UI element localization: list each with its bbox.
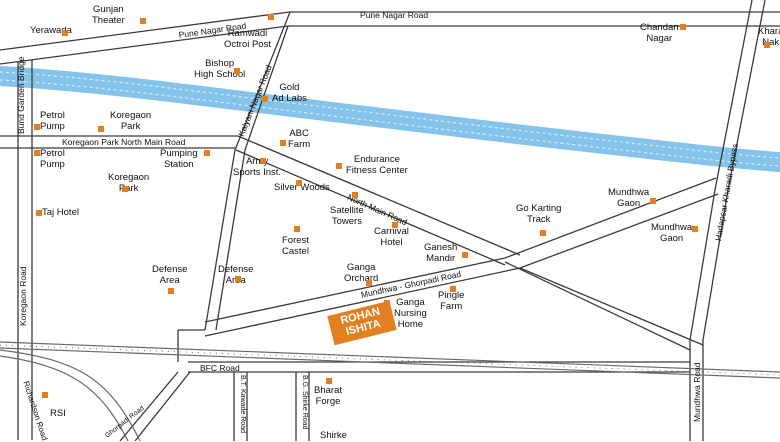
road-label-bt-kawade: B.T. Kawade Road [239, 375, 246, 433]
poi-label-koregaon-park-2: Koregaon Park [108, 172, 150, 194]
poi-marker-satellite-towers [352, 192, 358, 198]
poi-marker-ganesh-mandir [462, 252, 468, 258]
poi-label-mundhwa-gaon-2: Mundhwa Gaon [651, 222, 693, 244]
road-label-mundhwa: Mundhwa Road [692, 362, 702, 422]
poi-label-pingle-farm: Pingle Farm [438, 290, 465, 312]
poi-marker-defense-area-2 [235, 276, 241, 282]
poi-label-ramwadi-octroi-post: Ramwadi Octroi Post [224, 28, 271, 50]
road-label-bund-garden-bridge: Bund Garden Bridge [16, 56, 26, 135]
poi-label-petrol-pump-2: Petrol Pump [40, 148, 65, 170]
poi-label-ganesh-mandir: Ganesh Mandir [424, 242, 458, 264]
poi-marker-carnival-hotel [392, 222, 398, 228]
road-label-bfc: BFC Road [200, 363, 240, 373]
poi-label-go-karting-track: Go Karting Track [516, 203, 562, 225]
poi-marker-bharat-forge [326, 378, 332, 384]
poi-marker-kharadi-naka [764, 42, 770, 48]
poi-label-defense-area-2: Defense Area [218, 264, 254, 286]
road-label-bg-shirke: B.G. Shirke Road [301, 375, 308, 430]
poi-marker-yerawada [62, 30, 68, 36]
poi-marker-endurance-fitness-center [336, 163, 342, 169]
poi-label-petrol-pump-1: Petrol Pump [40, 110, 65, 132]
poi-label-ganga-nursing-home: Ganga Nursing Home [394, 297, 427, 330]
poi-marker-bishop-high-school [234, 68, 240, 74]
poi-marker-mundhwa-gaon-1 [650, 198, 656, 204]
poi-label-kharadi-naka: Khara Nak [758, 26, 780, 48]
poi-marker-chandan-nagar [680, 24, 686, 30]
north-main-road [237, 135, 521, 256]
poi-label-taj-hotel: Taj Hotel [42, 207, 79, 218]
railway [0, 341, 780, 441]
poi-marker-ganga-orchard [366, 280, 372, 286]
poi-label-koregaon-park-1: Koregaon Park [110, 110, 152, 132]
poi-marker-gold-ad-labs [262, 96, 268, 102]
poi-marker-defense-area-1 [168, 288, 174, 294]
poi-marker-koregaon-park-1 [98, 126, 104, 132]
poi-label-endurance-fitness-center: Endurance Fitness Center [346, 154, 408, 176]
road-label-koregaon: Koregaon Road [18, 266, 28, 326]
poi-marker-go-karting-track [540, 230, 546, 236]
hadapsar-kharadi-bypass [689, 0, 753, 441]
poi-label-rsi: RSI [50, 408, 66, 419]
poi-marker-silver-woods [296, 180, 302, 186]
poi-label-bishop-high-school: Bishop High School [194, 58, 246, 80]
road-label-pune-nagar-2: Pune Nagar Road [360, 10, 429, 20]
mundhwa-ghorpadi-road [204, 257, 506, 323]
poi-marker-taj-hotel [36, 210, 42, 216]
poi-label-pumping-station: Pumping Station [160, 148, 198, 170]
poi-marker-petrol-pump-2 [34, 150, 40, 156]
poi-label-yerawada: Yerawada [30, 25, 72, 36]
poi-label-defense-area-1: Defense Area [152, 264, 188, 286]
poi-label-army-sports-inst: Army Sports Inst. [233, 156, 282, 178]
poi-label-gold-ad-labs: Gold Ad Labs [272, 82, 307, 104]
poi-marker-forest-castel [294, 226, 300, 232]
poi-marker-petrol-pump-1 [34, 124, 40, 130]
poi-label-carnival-hotel: Carnival Hotel [374, 226, 409, 248]
poi-label-ganga-orchard: Ganga Orchard [344, 262, 379, 284]
road-label-koregaon-park-north-main: Koregaon Park North Main Road [62, 137, 186, 147]
poi-marker-koregaon-park-2 [122, 186, 128, 192]
poi-marker-abc-farm [280, 140, 286, 146]
poi-label-gunjan-theater: Gunjan Theater [92, 4, 125, 26]
poi-label-abc-farm: ABC Farm [288, 128, 311, 150]
poi-label-satellite-towers: Satellite Towers [330, 205, 364, 227]
poi-label-forest-castel: Forest Castel [282, 235, 309, 257]
poi-label-chandan-nagar: Chandan Nagar [640, 22, 679, 44]
poi-marker-pumping-station [204, 150, 210, 156]
poi-marker-gunjan-theater [140, 18, 146, 24]
poi-label-shirke: Shirke [320, 430, 347, 441]
poi-label-mundhwa-gaon-1: Mundhwa Gaon [608, 187, 650, 209]
poi-label-silver-woods: Silver Woods [274, 182, 330, 193]
poi-label-bharat-forge: Bharat Forge [314, 385, 342, 407]
poi-marker-ramwadi-octroi-post [268, 14, 274, 20]
poi-marker-pingle-farm [450, 286, 456, 292]
kalyani-nagar-road [204, 11, 291, 331]
poi-marker-army-sports-inst [260, 158, 266, 164]
poi-marker-mundhwa-gaon-2 [692, 226, 698, 232]
poi-marker-rsi [42, 392, 48, 398]
